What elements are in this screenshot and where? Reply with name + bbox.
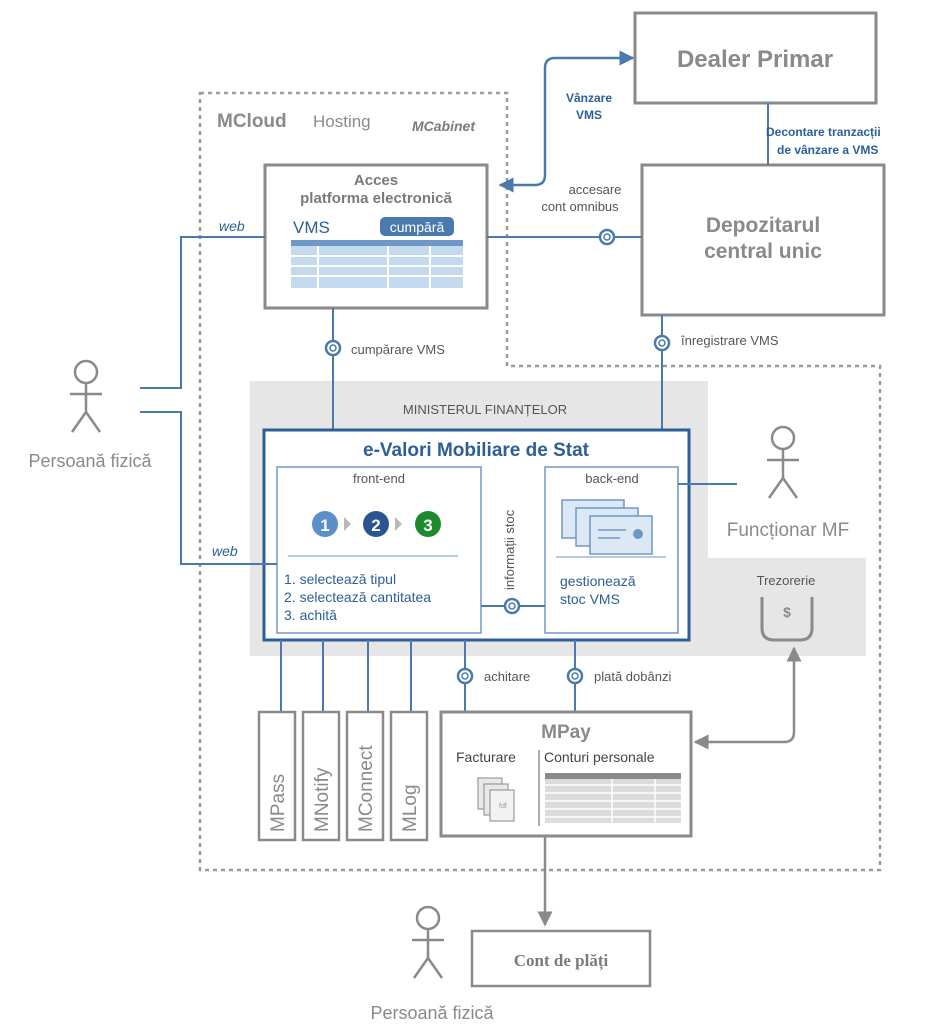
frontend-item-3: 3. achită [284,607,337,623]
buy-button[interactable] [380,217,454,236]
mpay-conturi: Conturi personale [544,749,655,765]
depozitarul-box [640,163,886,317]
accesare-line1: accesare [569,182,622,197]
plata-label: plată dobânzi [594,669,671,684]
achitare-connector-icon [456,667,474,685]
cumparare-label: cumpărare VMS [351,342,445,357]
mlog-box: MLog [389,710,429,842]
mcabinet-label: MCabinet [412,118,476,134]
trezorerie-symbol: $ [783,604,791,620]
step-arrow-1-icon [344,517,351,531]
vms-table [291,240,463,288]
service-lines [280,640,412,712]
informatii-label: informații stoc [502,509,517,590]
frontend-box [276,466,482,634]
vanzare-line2: VMS [576,108,602,122]
certificates-icon [561,499,653,555]
step-arrow-2-icon [395,517,402,531]
depozitarul-line2: central unic [704,240,822,263]
mconnect-box: MConnect [345,710,385,842]
mnotify-label: MNotify [312,767,333,832]
functionar-label: Funcționar MF [727,520,849,541]
acces-line1: Acces [354,172,398,189]
svg-text:fdf: fdf [499,803,507,810]
mcloud-hosting: Hosting [313,112,371,131]
backend-title: back-end [585,471,638,486]
mnotify-box: MNotify [301,710,341,842]
mpass-box: MPass [257,710,297,842]
achitare-label: achitare [484,669,530,684]
backend-line1: gestionează [560,573,636,589]
frontend-title: front-end [353,471,405,486]
decontare-line2: de vânzare a VMS [777,143,878,157]
step-1-circle [312,511,338,537]
plata-connector-icon [566,667,584,685]
evalori-title: e-Valori Mobiliare de Stat [363,440,590,461]
informatii-connector-icon [503,597,521,615]
mlog-label: MLog [400,784,421,832]
dealer-primar-title: Dealer Primar [677,46,833,73]
mcloud-title: MCloud [217,111,287,132]
step-2-circle [363,511,389,537]
ministerul-title: MINISTERUL FINANȚELOR [403,402,567,417]
trezorerie-cup-icon [760,597,814,642]
inregistrare-label: înregistrare VMS [680,333,779,348]
inregistrare-connector-icon [653,334,671,352]
decontare-line1: Decontare tranzacții [766,125,881,139]
step-2-label: 2 [371,516,380,535]
accesare-connector-icon [598,228,616,246]
mpass-label: MPass [268,774,289,832]
web-top-label: web [219,218,245,234]
web-bottom-label: web [212,543,238,559]
mpay-facturare: Facturare [456,749,516,765]
accesare-line2: cont omnibus [541,199,619,214]
cont-box [470,929,652,988]
mconnect-label: MConnect [356,745,377,832]
dealer-primar-box [633,11,878,105]
web-top-line [140,236,265,389]
steps-indicator: 1 2 3 [312,511,441,537]
step-1-label: 1 [320,516,329,535]
buy-button-label[interactable]: cumpără [390,219,445,235]
acces-line2: platforma electronică [300,190,452,207]
frontend-item-2: 2. selectează cantitatea [284,589,431,605]
vanzare-line1: Vânzare [566,91,612,105]
persoana-left-icon [68,359,104,434]
mpay-trezorerie-arrow [693,646,802,750]
backend-line2: stoc VMS [560,591,620,607]
mpay-title: MPay [541,722,591,743]
persoana-bottom-icon [410,905,446,980]
persoana-left-label: Persoană fizică [28,451,152,471]
persoana-bottom-label: Persoană fizică [370,1003,494,1023]
cumparare-connector-icon [324,339,342,357]
documents-icon: fdf [477,777,515,822]
functionar-icon [765,425,801,500]
trezorerie-title: Trezorerie [757,573,816,588]
step-3-label: 3 [423,516,432,535]
accounts-table [545,773,681,823]
frontend-item-1: 1. selectează tipul [284,571,396,587]
depozitarul-line1: Depozitarul [706,214,820,237]
cont-title: Cont de plăți [514,951,609,971]
step-3-circle [415,511,441,537]
vms-label: VMS [293,218,330,237]
vanzare-arrow [498,50,635,193]
web-bottom-line [140,411,277,565]
